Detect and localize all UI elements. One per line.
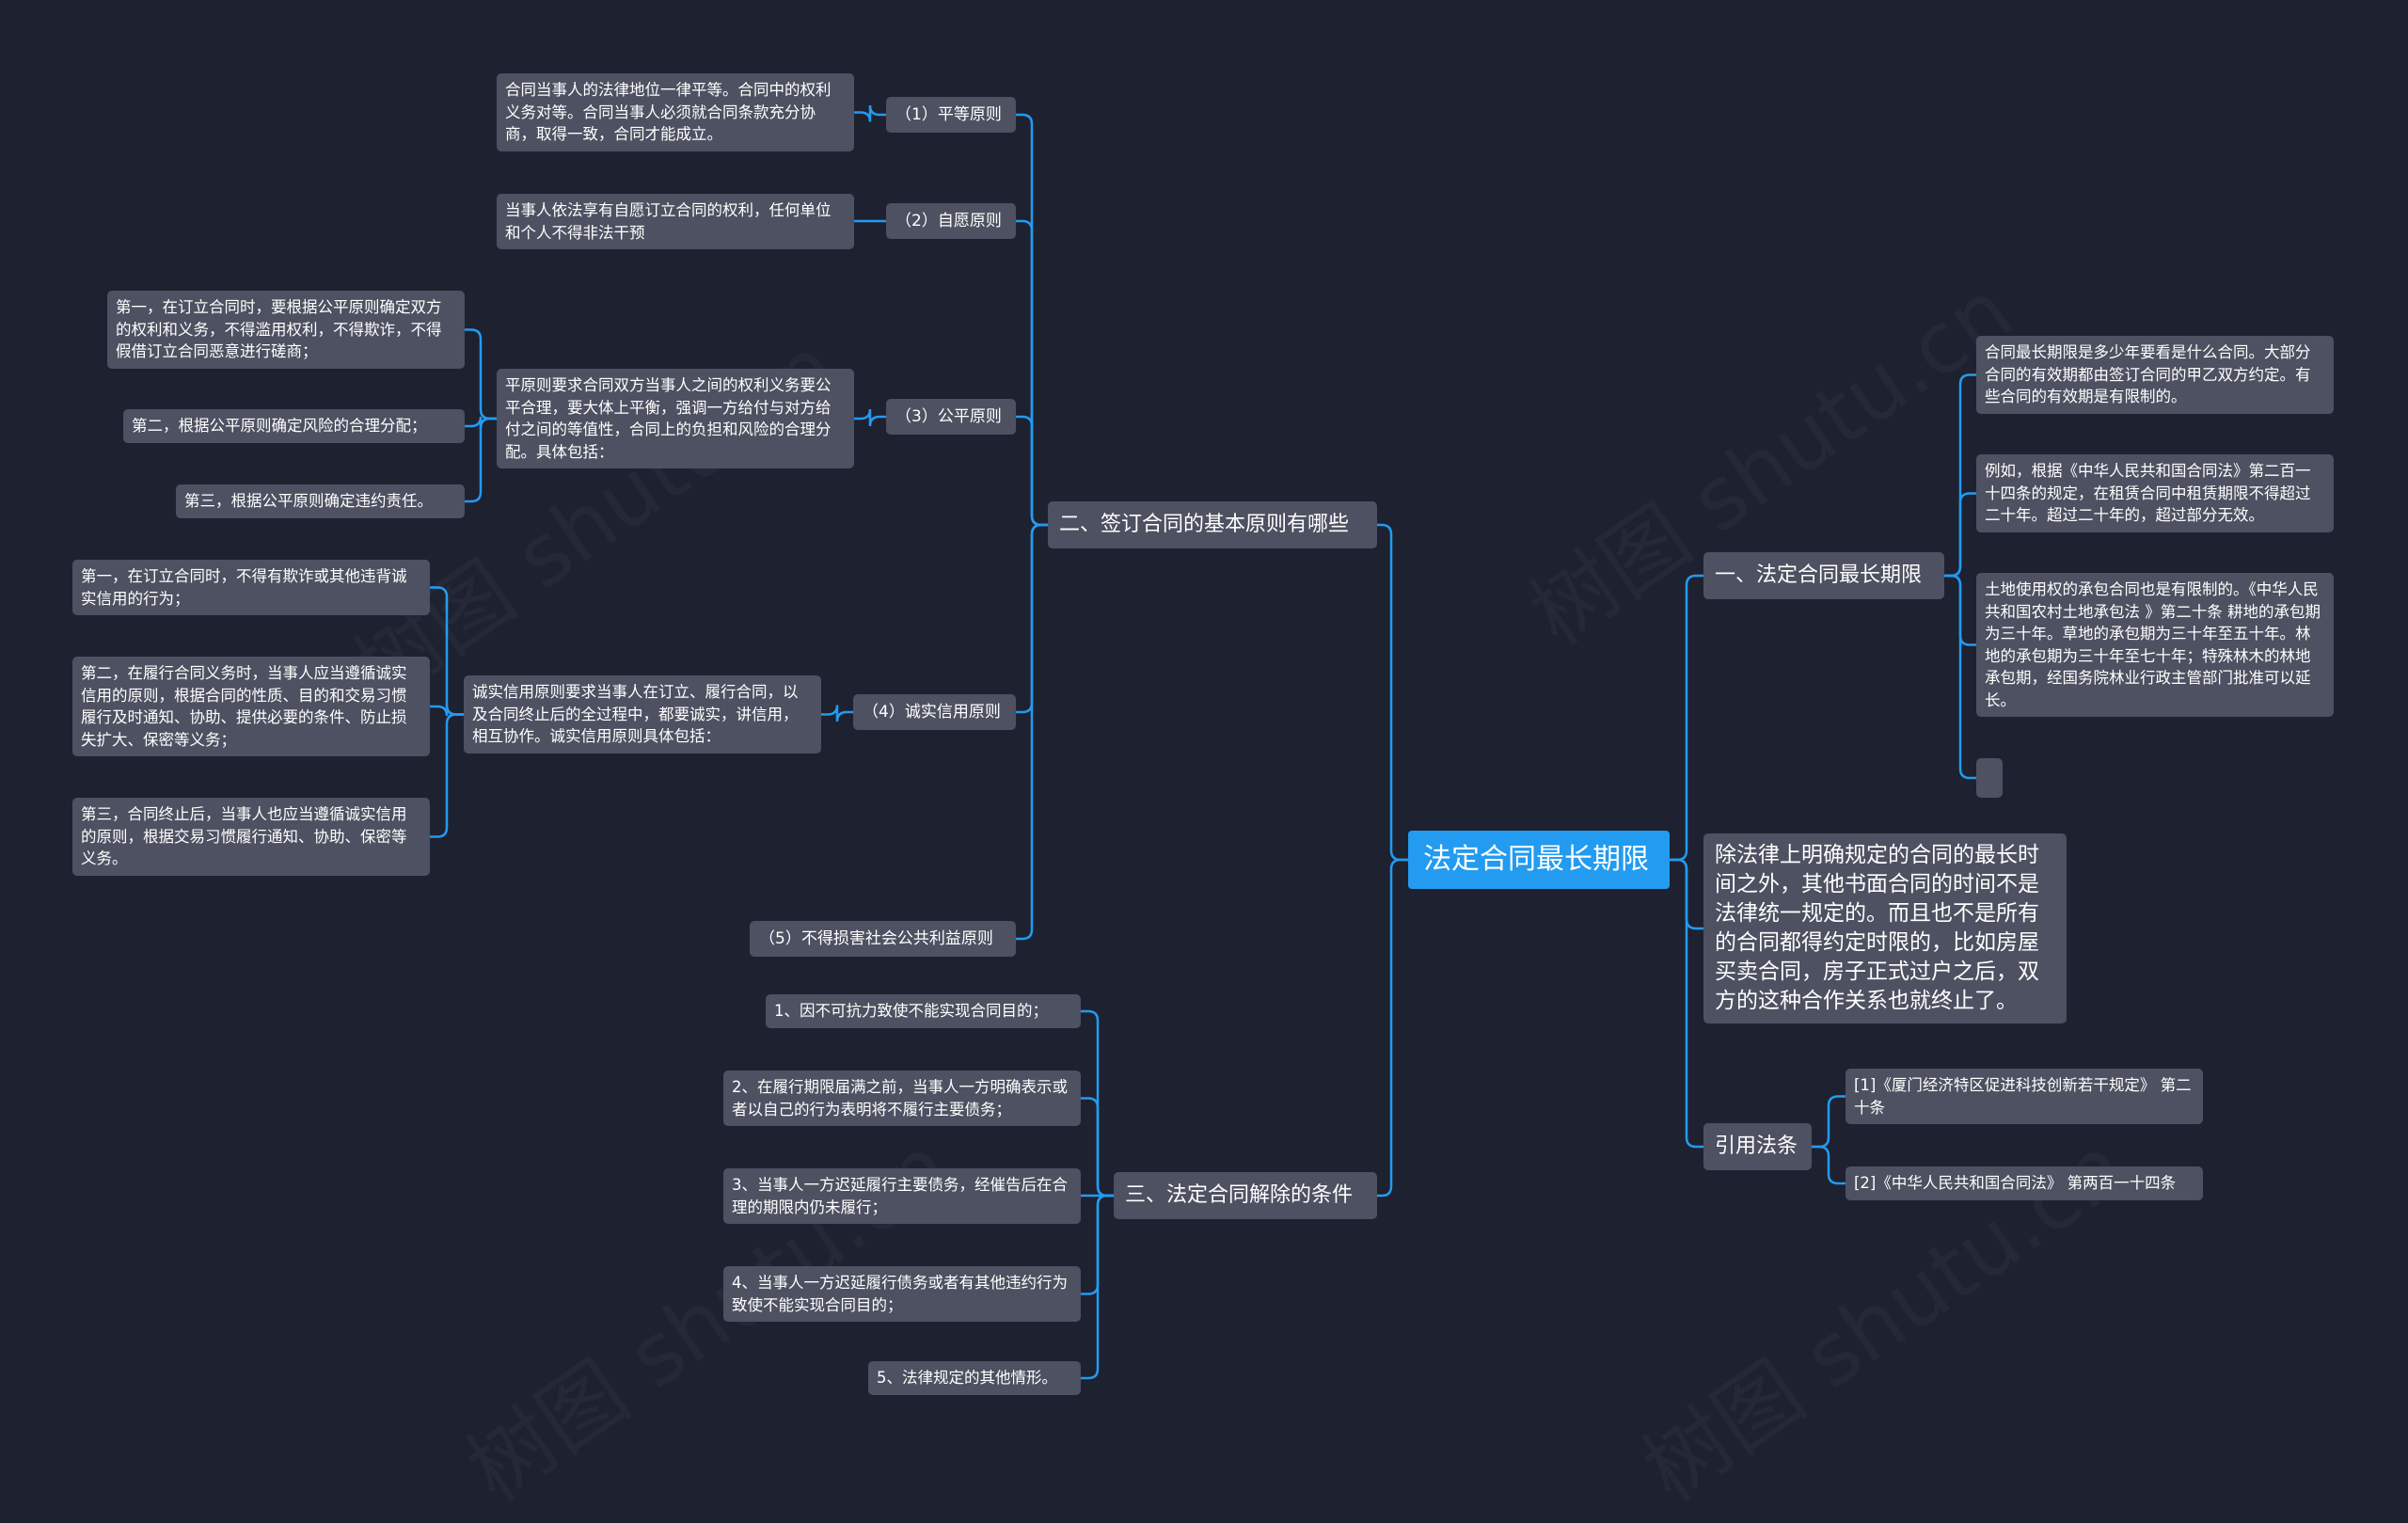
branch-basic-principles[interactable]: 二、签订合同的基本原则有哪些	[1048, 501, 1377, 548]
fairness-item-3[interactable]: 第三，根据公平原则确定违约责任。	[176, 484, 465, 518]
connector-line	[854, 104, 886, 122]
leaf-max-term-2[interactable]: 例如，根据《中华人民共和国合同法》第二百一十四条的规定，在租赁合同中租赁期限不得…	[1976, 454, 2334, 532]
leaf-max-term-empty[interactable]	[1976, 758, 2003, 798]
branch-max-term[interactable]: 一、法定合同最长期限	[1703, 552, 1944, 599]
connector-line	[430, 586, 464, 716]
principle-good-faith[interactable]: （4）诚实信用原则	[853, 694, 1016, 730]
principle-fairness-desc[interactable]: 平原则要求合同双方当事人之间的权利义务要公平合理，要大体上平衡，强调一方给付与对…	[497, 369, 854, 468]
connector-line	[465, 417, 497, 503]
connector-line	[465, 328, 497, 420]
principle-equality[interactable]: （1）平等原则	[886, 97, 1016, 133]
connector-line	[1377, 858, 1408, 1198]
principle-fairness[interactable]: （3）公平原则	[886, 399, 1016, 435]
principle-equality-desc[interactable]: 合同当事人的法律地位一律平等。合同中的权利义务对等。合同当事人必须就合同条款充分…	[497, 73, 854, 151]
connector-line	[1812, 1145, 1846, 1185]
connector-line	[821, 705, 853, 722]
termination-item-1[interactable]: 1、因不可抗力致使不能实现合同目的；	[766, 994, 1081, 1028]
root-node[interactable]: 法定合同最长期限	[1408, 831, 1670, 889]
leaf-max-term-1[interactable]: 合同最长期限是多少年要看是什么合同。大部分合同的有效期都由签订合同的甲乙双方约定…	[1976, 336, 2334, 414]
leaf-max-term-3[interactable]: 土地使用权的承包合同也是有限制的。《中华人民共和国农村土地承包法 》第二十条 耕…	[1976, 573, 2334, 717]
connector-line	[1377, 523, 1408, 862]
citation-2[interactable]: [2]《中华人民共和国合同法》 第两百一十四条	[1846, 1166, 2203, 1200]
principle-public-interest[interactable]: （5）不得损害社会公共利益原则	[750, 921, 1016, 957]
connector-line	[1812, 1095, 1846, 1149]
connector-line	[430, 713, 464, 838]
connector-lines	[430, 104, 1976, 1380]
termination-item-4[interactable]: 4、当事人一方迟延履行债务或者有其他违约行为致使不能实现合同目的；	[723, 1266, 1081, 1322]
connector-line	[1944, 492, 1976, 578]
principle-voluntary-desc[interactable]: 当事人依法享有自愿订立合同的权利，任何单位和个人不得非法干预	[497, 194, 854, 249]
termination-item-5[interactable]: 5、法律规定的其他情形。	[868, 1361, 1081, 1395]
connector-line	[1081, 1194, 1114, 1380]
connector-line	[1016, 415, 1048, 527]
branch-termination-conditions[interactable]: 三、法定合同解除的条件	[1114, 1172, 1377, 1219]
fairness-item-2[interactable]: 第二，根据公平原则确定风险的合理分配；	[123, 409, 465, 443]
good-faith-item-3[interactable]: 第三，合同终止后，当事人也应当遵循诚实信用的原则，根据交易习惯履行通知、协助、保…	[72, 798, 430, 876]
principle-voluntary[interactable]: （2）自愿原则	[886, 203, 1016, 239]
connector-line	[1944, 574, 1976, 780]
connector-line	[1670, 858, 1703, 1149]
termination-item-2[interactable]: 2、在履行期限届满之前，当事人一方明确表示或者以自己的行为表明将不履行主要债务；	[723, 1071, 1081, 1126]
branch-citations[interactable]: 引用法条	[1703, 1123, 1812, 1170]
principle-good-faith-desc[interactable]: 诚实信用原则要求当事人在订立、履行合同，以及合同终止后的全过程中，都要诚实，讲信…	[464, 675, 821, 754]
connector-line	[1016, 523, 1048, 941]
connector-line	[1081, 1097, 1114, 1198]
termination-item-3[interactable]: 3、当事人一方迟延履行主要债务，经催告后在合理的期限内仍未履行；	[723, 1168, 1081, 1224]
connector-line	[1670, 574, 1703, 862]
fairness-item-1[interactable]: 第一，在订立合同时，要根据公平原则确定双方的权利和义务，不得滥用权利，不得欺诈，…	[107, 291, 465, 369]
summary-paragraph[interactable]: 除法律上明确规定的合同的最长时间之外，其他书面合同的时间不是法律统一规定的。而且…	[1703, 833, 2067, 1023]
good-faith-item-1[interactable]: 第一，在订立合同时，不得有欺诈或其他违背诚实信用的行为；	[72, 560, 430, 615]
citation-1[interactable]: [1]《厦门经济特区促进科技创新若干规定》 第二十条	[1846, 1069, 2203, 1124]
good-faith-item-2[interactable]: 第二，在履行合同义务时，当事人应当遵循诚实信用的原则，根据合同的性质、目的和交易…	[72, 657, 430, 756]
connector-line	[854, 408, 886, 427]
